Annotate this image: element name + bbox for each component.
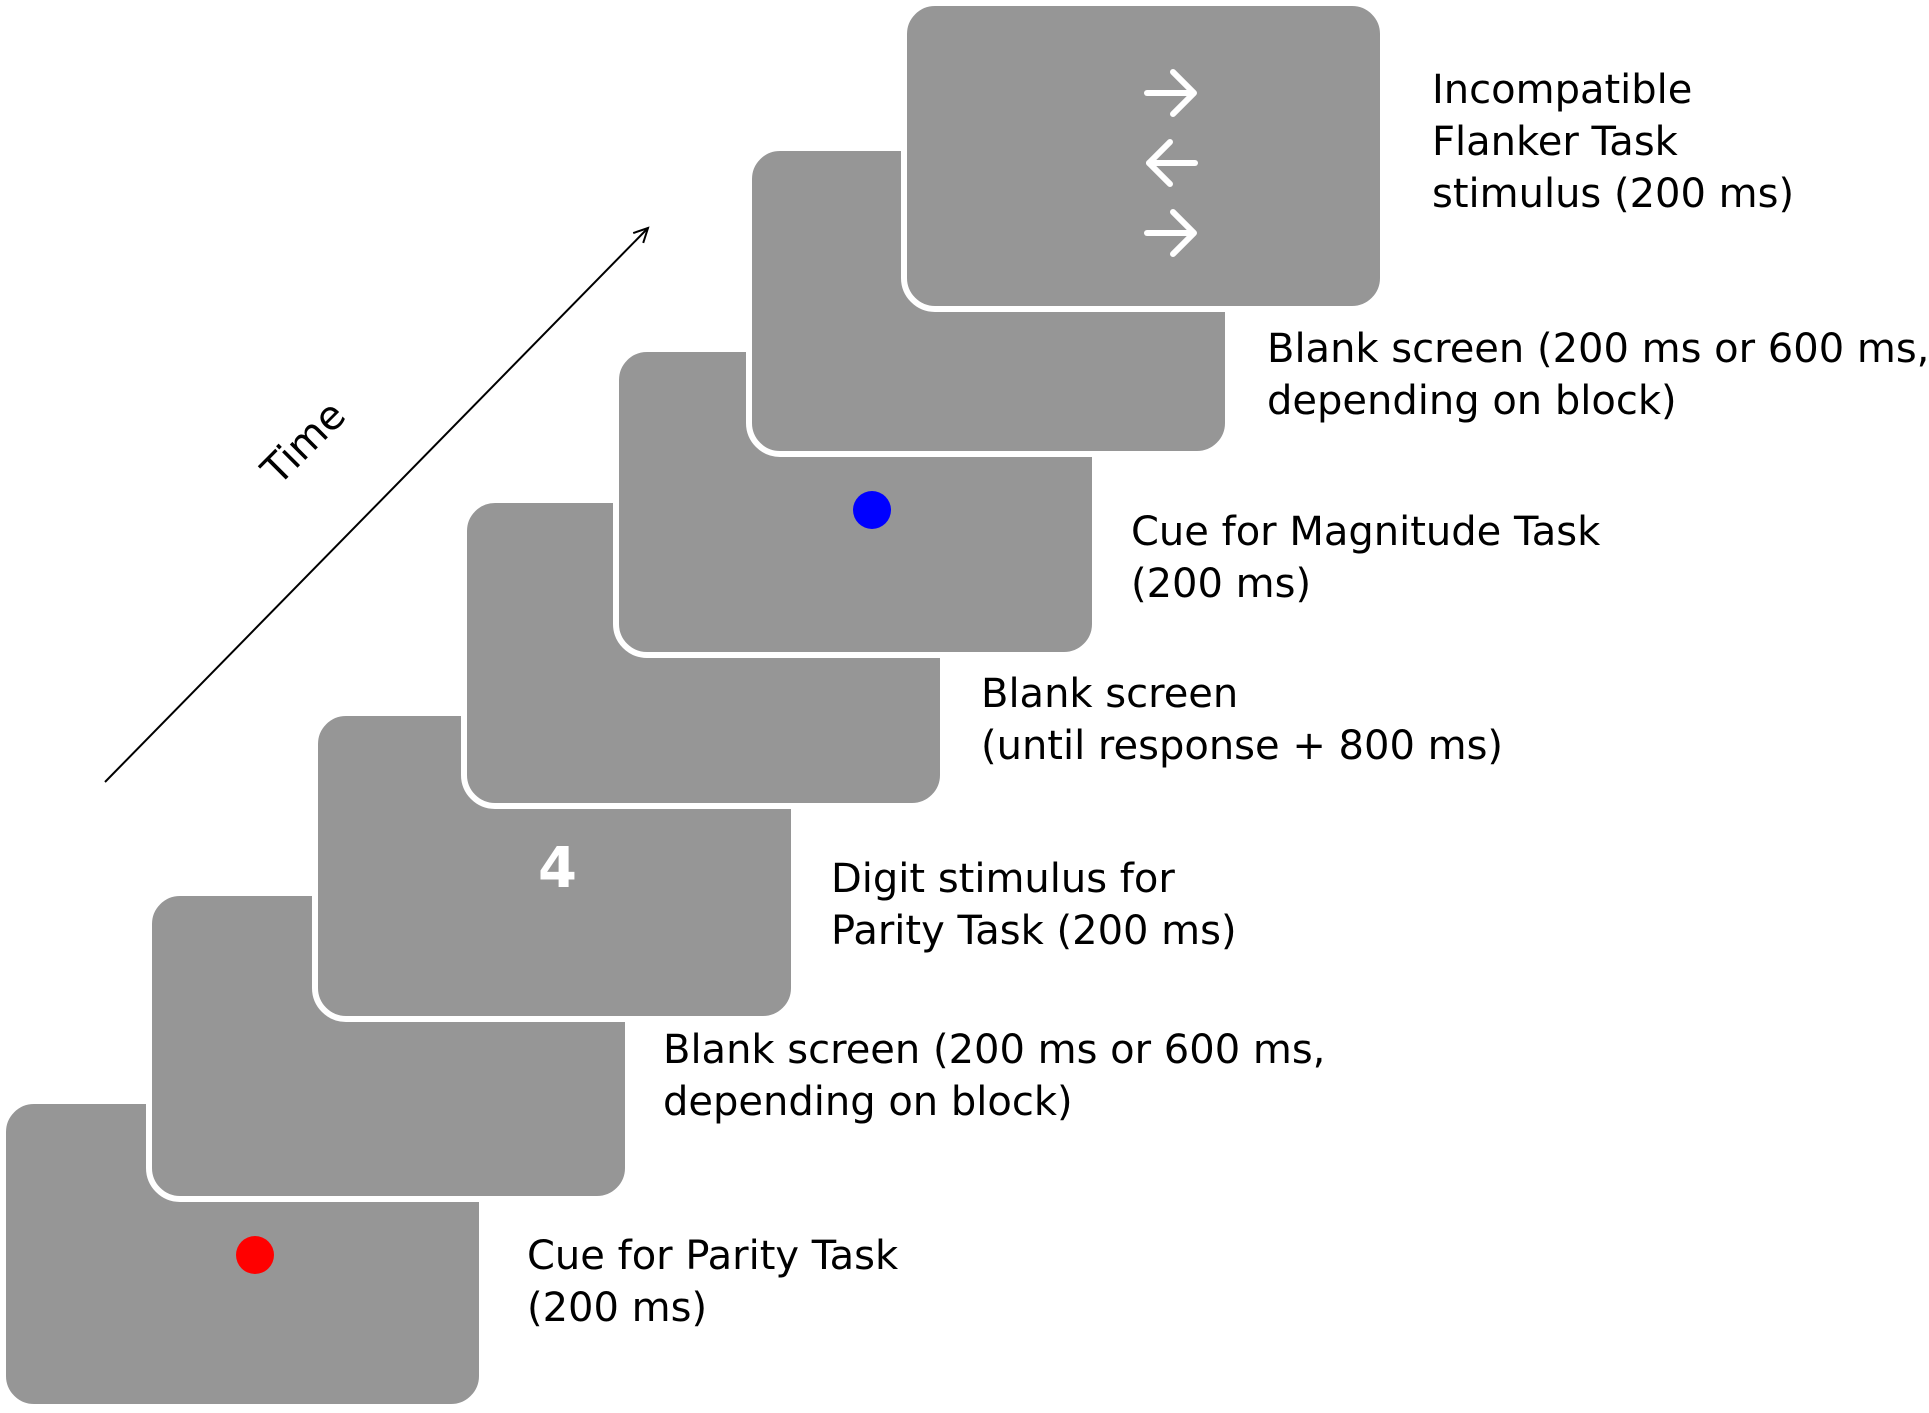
caption-parity-cue: Cue for Parity Task (200 ms) bbox=[527, 1233, 899, 1331]
red-cue-dot bbox=[236, 1236, 274, 1274]
caption-flanker: Incompatible Flanker Task stimulus (200 … bbox=[1432, 67, 1795, 217]
arrow-left-icon bbox=[1146, 139, 1198, 187]
caption-blank-1: Blank screen (200 ms or 600 ms, dependin… bbox=[663, 1027, 1326, 1125]
caption-blank-2: Blank screen (until response + 800 ms) bbox=[981, 671, 1504, 769]
screen-frame-flanker bbox=[901, 0, 1386, 312]
blue-cue-dot bbox=[853, 491, 891, 529]
caption-blank-3: Blank screen (200 ms or 600 ms, dependin… bbox=[1267, 326, 1929, 424]
caption-digit: Digit stimulus for Parity Task (200 ms) bbox=[831, 856, 1237, 954]
time-arrow bbox=[104, 228, 648, 783]
arrow-right-icon bbox=[1144, 209, 1197, 257]
time-axis bbox=[104, 0, 1885, 783]
flanker-arrows bbox=[1144, 69, 1198, 257]
caption-magnitude-cue: Cue for Magnitude Task (200 ms) bbox=[1131, 509, 1601, 607]
arrow-right-icon bbox=[1144, 69, 1197, 117]
digit-stimulus: 4 bbox=[538, 836, 577, 901]
